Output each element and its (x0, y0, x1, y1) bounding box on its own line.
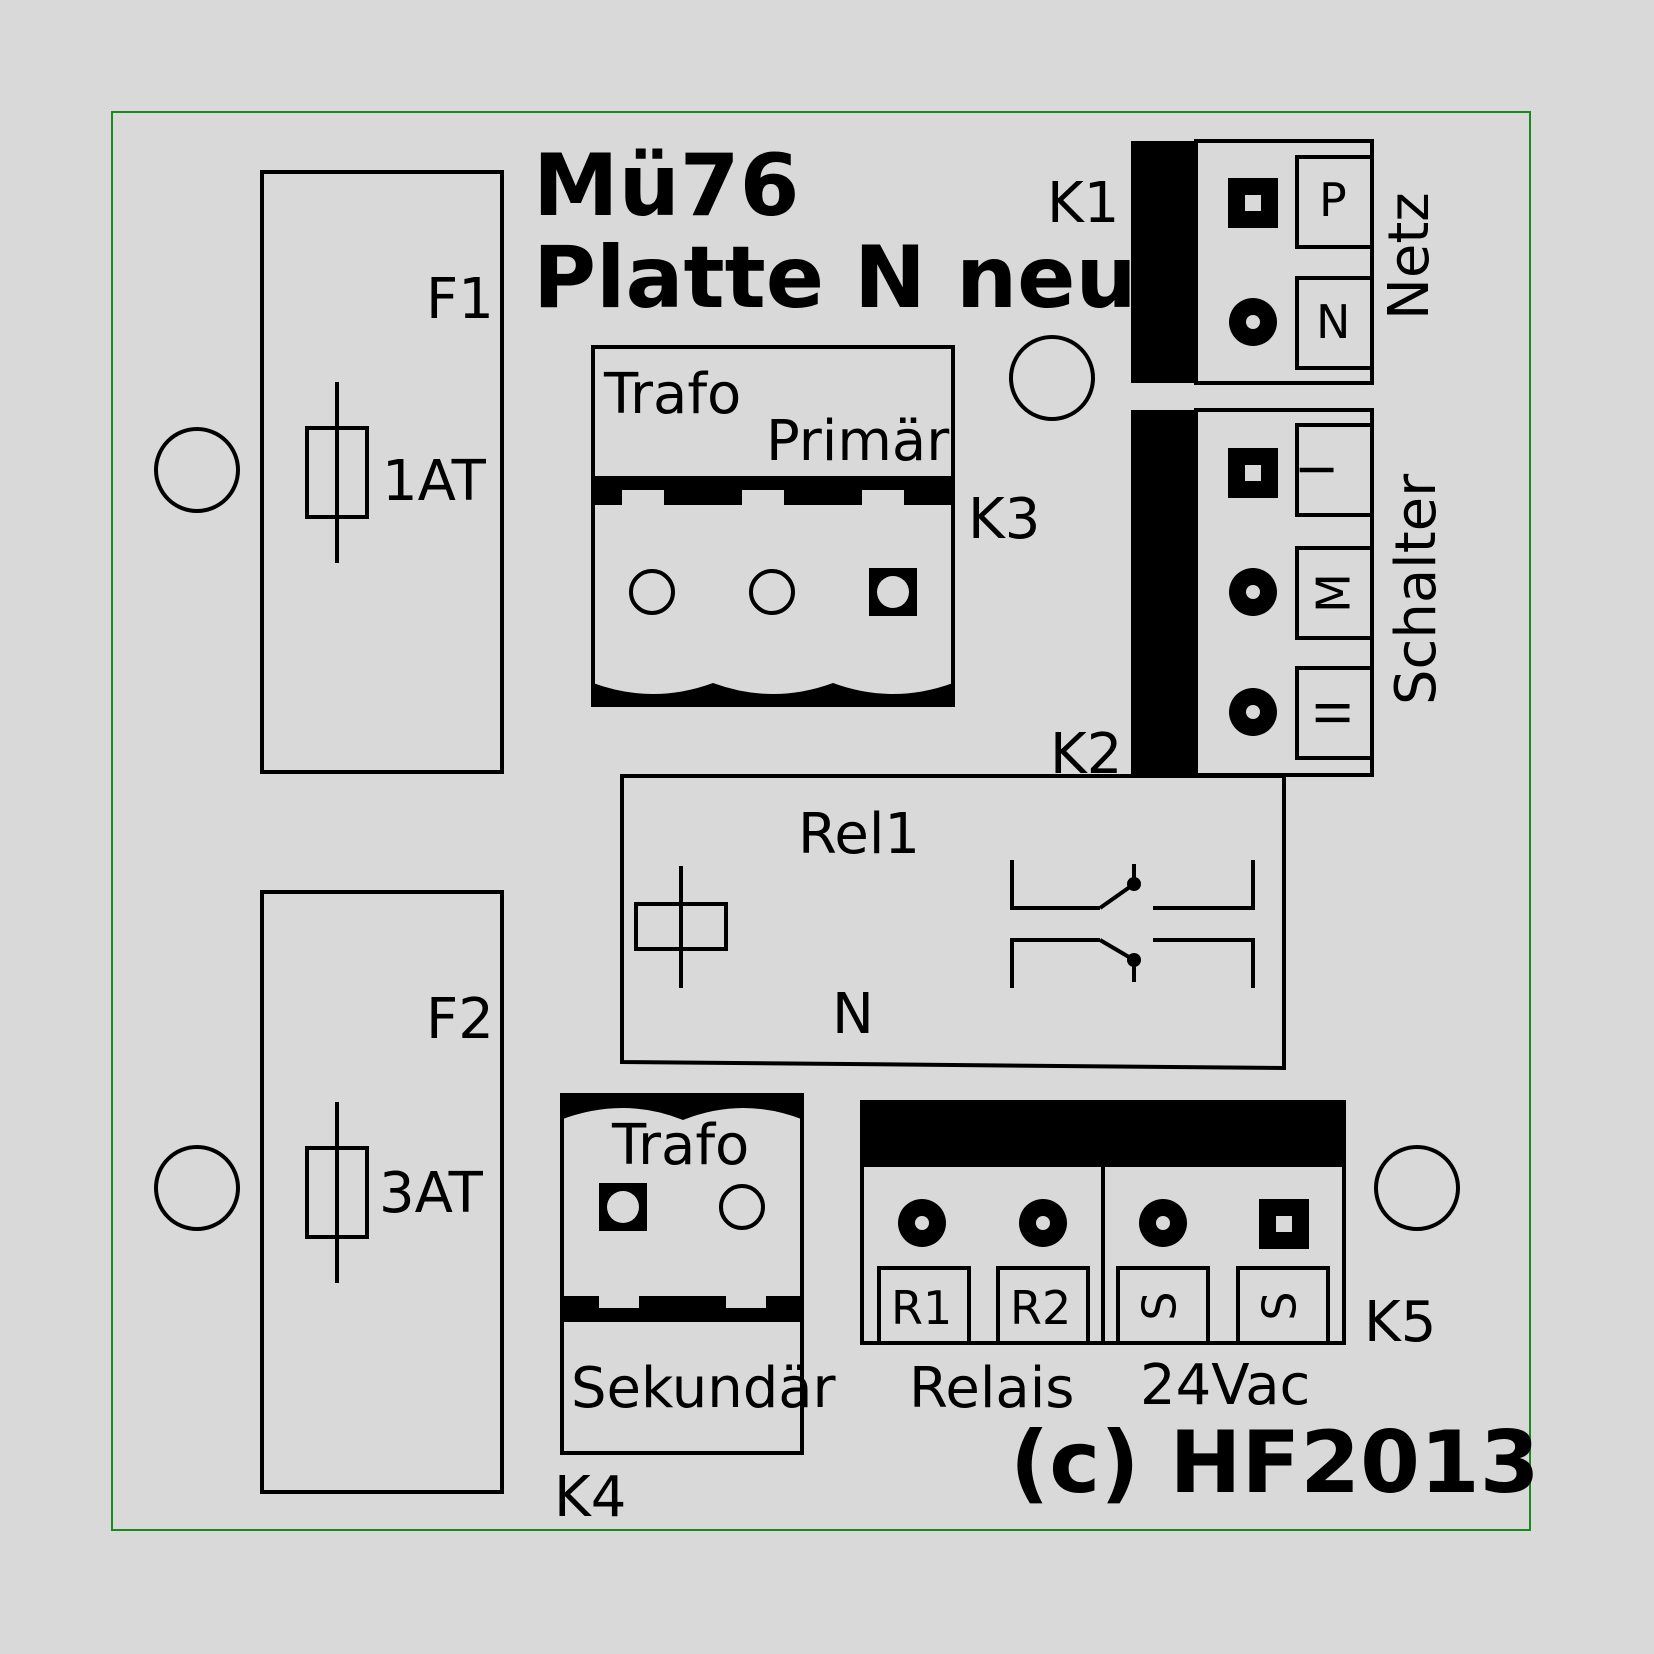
k5-pin-label-r2: R2 (1010, 1281, 1071, 1335)
k5-pin-label-s1: S (1133, 1291, 1187, 1320)
k5-ref: K5 (1364, 1290, 1436, 1355)
k5-caption-24vac: 24Vac (1140, 1353, 1310, 1418)
connector-k3: Trafo Primär K3 (591, 345, 1040, 707)
k3-label-primaer: Primär (766, 409, 950, 474)
relay-rel1: Rel1 N (620, 774, 1286, 1071)
k5-caption-relais: Relais (909, 1356, 1074, 1421)
k4-label-trafo: Trafo (611, 1113, 749, 1178)
connector-k4: Trafo Sekundär K4 (554, 1093, 837, 1530)
fuse-f1-ref: F1 (426, 267, 494, 332)
connector-k5: R1 R2 S S Relais 24Vac K5 (860, 1100, 1436, 1421)
mounting-hole-bottom-right (1374, 1145, 1460, 1231)
k2-pin-label-ii: II (1307, 699, 1361, 726)
k1-pin-label-p: P (1319, 173, 1347, 227)
relay-value: N (832, 982, 874, 1047)
k4-ref: K4 (554, 1465, 626, 1530)
k2-pin-label-i: I (1291, 463, 1345, 477)
fuse-f1-value: 1AT (382, 449, 487, 514)
fuse-f2: F2 3AT (260, 890, 504, 1494)
mounting-hole-bottom-left (154, 1145, 240, 1231)
board-outline (111, 111, 1531, 1531)
k2-pin-label-m: M (1307, 573, 1361, 613)
fuse-f2-ref: F2 (426, 987, 494, 1052)
board-title-line2: Platte N neu (533, 228, 1137, 328)
mounting-hole-top-right (1009, 335, 1095, 421)
k1-ref: K1 (1047, 171, 1119, 236)
mounting-hole-top-left (154, 427, 240, 513)
board-title-line1: Mü76 (533, 136, 799, 236)
k5-pin-label-s2: S (1253, 1291, 1307, 1320)
k3-ref: K3 (968, 487, 1040, 552)
relay-ref: Rel1 (798, 802, 920, 867)
k1-caption-netz: Netz (1377, 192, 1442, 320)
connector-k1: P N Netz K1 (1047, 139, 1442, 385)
fuse-f1: F1 1AT (260, 170, 504, 774)
connector-k2: I M II Schalter K2 (1050, 408, 1449, 787)
mounting-holes (154, 335, 1460, 1231)
fuse-f2-value: 3AT (379, 1161, 484, 1226)
k2-caption-schalter: Schalter (1384, 473, 1449, 705)
k3-label-trafo: Trafo (603, 362, 741, 427)
k5-pin-label-r1: R1 (891, 1281, 952, 1335)
k1-pin-label-n: N (1316, 295, 1350, 349)
copyright-label: (c) HF2013 (1010, 1413, 1540, 1513)
k4-label-sekundaer: Sekundär (571, 1356, 837, 1421)
